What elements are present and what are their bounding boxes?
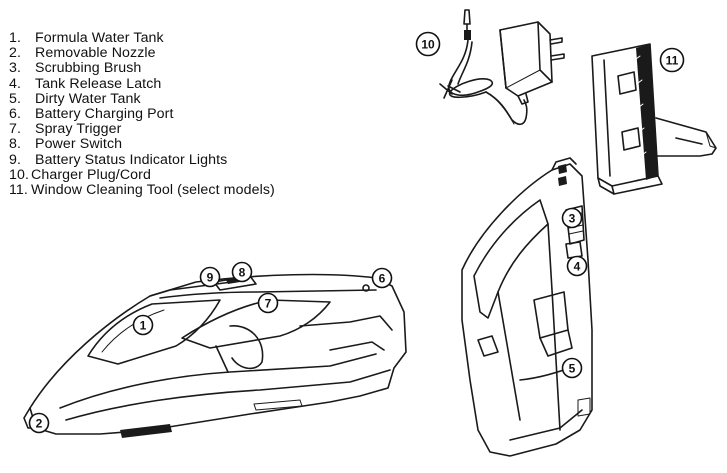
legend-item-8: 8. Power Switch: [9, 137, 275, 152]
legend-number: 8.: [9, 136, 22, 153]
callout-1-label: 1: [140, 319, 147, 333]
callout-6-label: 6: [379, 272, 386, 286]
legend-number: 3.: [9, 60, 22, 77]
callout-5: 5: [561, 357, 583, 379]
callout-4-label: 4: [574, 260, 581, 274]
callout-10-label: 10: [421, 38, 435, 52]
legend-item-9: 9. Battery Status Indicator Lights: [9, 151, 275, 168]
callout-4: 4: [566, 255, 588, 277]
legend-item-11: 11.Window Cleaning Tool (select models): [9, 182, 275, 199]
legend-label: Formula Water Tank: [35, 30, 164, 46]
callout-9: 9: [199, 266, 221, 288]
legend-number: 10.: [9, 166, 30, 183]
legend-label: Power Switch: [35, 136, 123, 153]
legend-label: Battery Charging Port: [35, 106, 174, 123]
callout-3: 3: [561, 207, 583, 229]
legend-item-7: 7. Spray Trigger: [9, 122, 275, 137]
legend-label: Charger Plug/Cord: [31, 166, 151, 183]
vacuum-front-view-illustration: [461, 157, 593, 457]
window-cleaning-tool-illustration: [591, 43, 717, 195]
callout-11: 11: [659, 47, 685, 73]
legend-label: Spray Trigger: [35, 121, 122, 138]
parts-legend: 1.Formula Water Tank 2.Removable Nozzle …: [9, 30, 275, 199]
callout-10: 10: [415, 31, 441, 57]
legend-item-1: 1. Formula Water Tank: [9, 30, 275, 46]
callout-5-label: 5: [569, 362, 576, 376]
legend-label: Tank Release Latch: [35, 75, 162, 92]
legend-item-6: 6. Battery Charging Port: [9, 106, 275, 123]
legend-number: 7.: [9, 121, 22, 138]
callout-7-label: 7: [265, 297, 272, 311]
callout-9-label: 9: [207, 271, 214, 285]
legend-label: Dirty Water Tank: [35, 90, 141, 107]
legend-number: 1.: [9, 30, 22, 46]
legend-number: 11.: [9, 182, 28, 199]
callout-6: 6: [371, 267, 393, 289]
legend-number: 4.: [9, 75, 22, 92]
callout-1: 1: [132, 314, 154, 336]
legend-label: Removable Nozzle: [35, 45, 156, 62]
callout-3-label: 3: [569, 212, 576, 226]
legend-item-5: 5. Dirty Water Tank: [9, 90, 275, 107]
legend-label: Window Cleaning Tool (select models): [31, 182, 275, 199]
legend-number: 9.: [9, 151, 22, 168]
legend-number: 5.: [9, 90, 22, 107]
callout-8-label: 8: [239, 266, 246, 280]
callout-8: 8: [231, 261, 253, 283]
charger-illustration: [439, 9, 565, 126]
callout-2-label: 2: [36, 417, 43, 431]
callout-7: 7: [257, 292, 279, 314]
vacuum-side-view-illustration: [23, 273, 407, 438]
legend-item-4: 4. Tank Release Latch: [9, 75, 275, 92]
callout-11-label: 11: [666, 54, 679, 68]
legend-item-3: 3. Scrubbing Brush: [9, 61, 275, 76]
legend-label: Battery Status Indicator Lights: [35, 151, 228, 168]
legend-label: Scrubbing Brush: [35, 60, 142, 77]
legend-item-2: 2. Removable Nozzle: [9, 46, 275, 61]
legend-number: 6.: [9, 106, 22, 123]
legend-item-10: 10.Charger Plug/Cord: [9, 166, 275, 183]
callout-2: 2: [28, 412, 50, 434]
legend-number: 2.: [9, 45, 22, 62]
